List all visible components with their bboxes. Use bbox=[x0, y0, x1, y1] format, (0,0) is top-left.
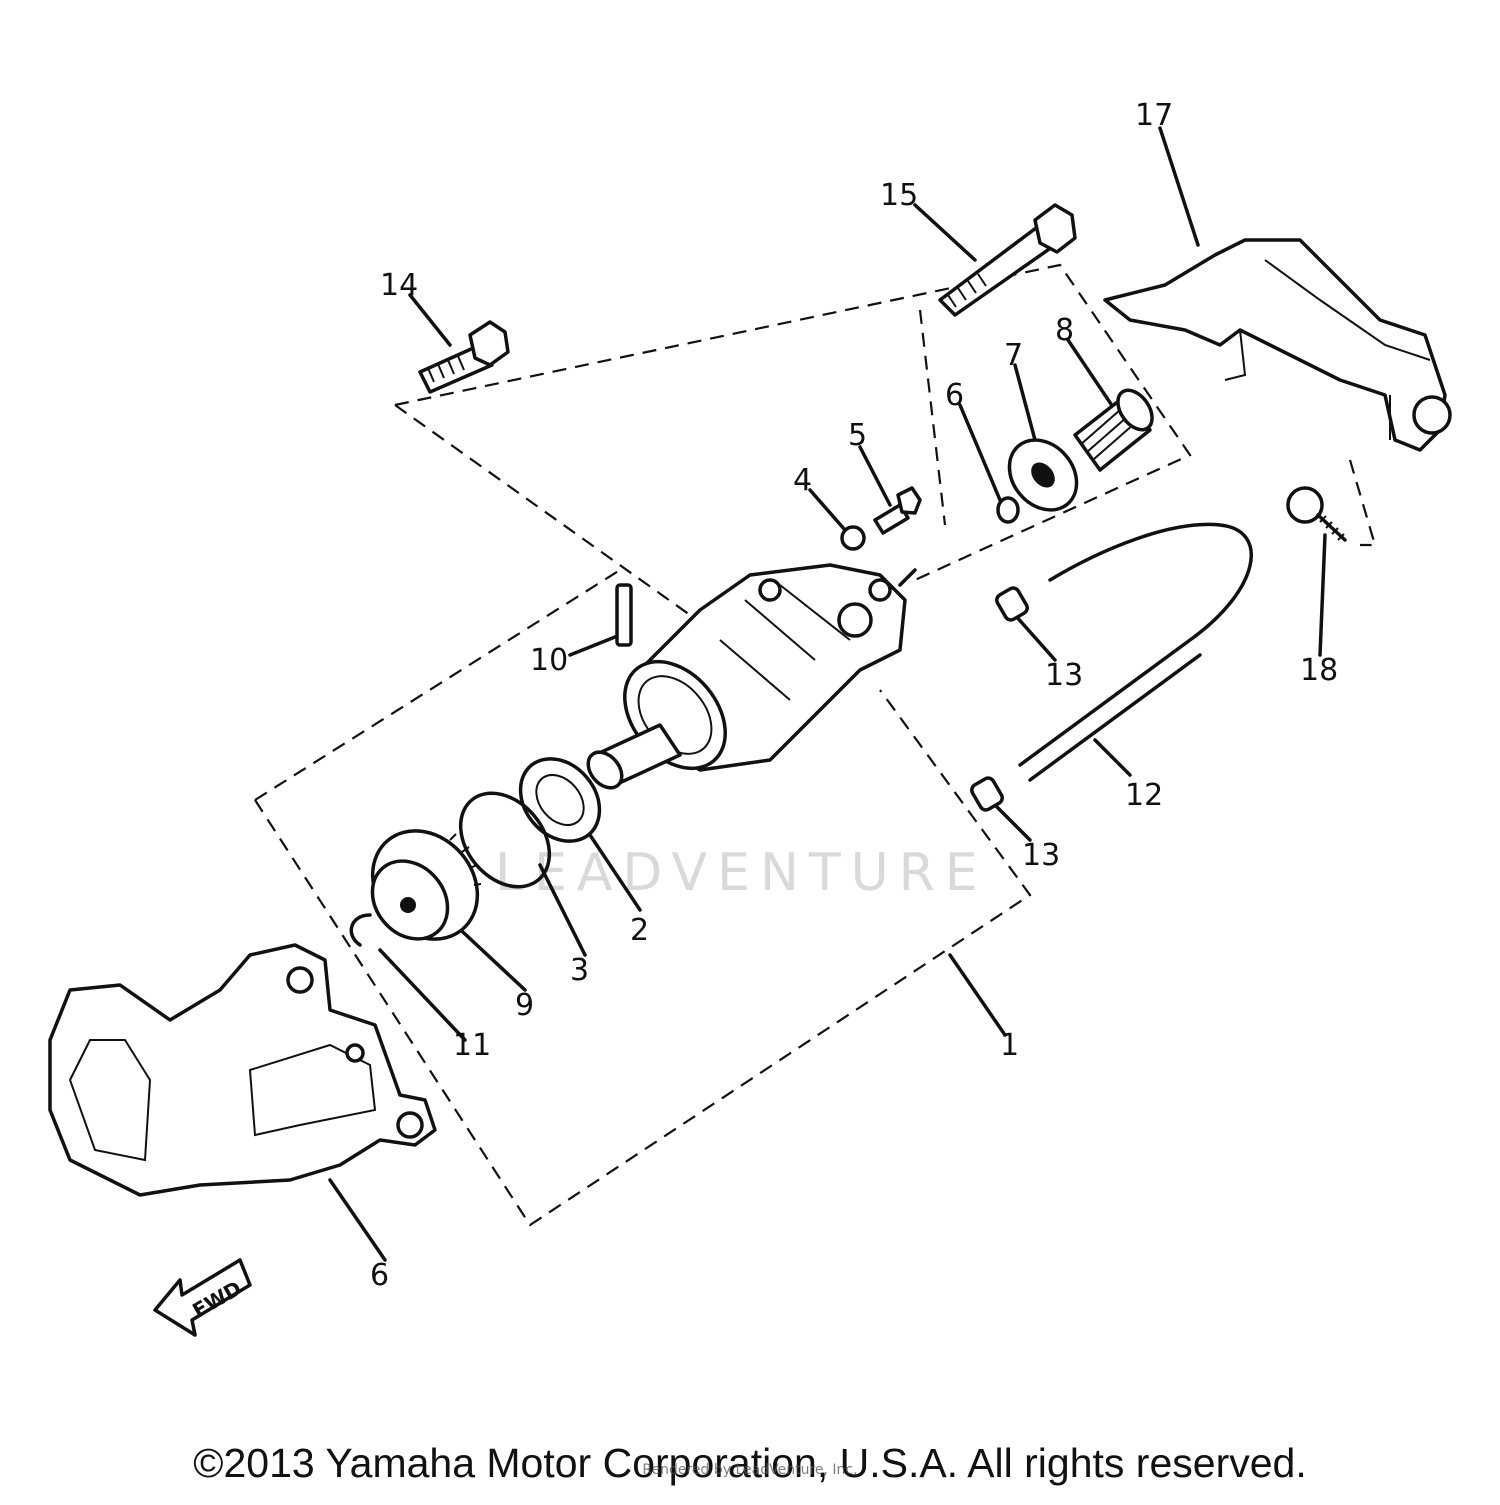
part-label-11: 11 bbox=[453, 1028, 491, 1063]
clamp-part-13-upper bbox=[995, 586, 1029, 622]
screw-part-5 bbox=[873, 486, 922, 535]
bracket-part-17 bbox=[1103, 238, 1452, 452]
pin-part-10 bbox=[615, 583, 633, 647]
pump-body-part-1 bbox=[586, 563, 917, 790]
washer-part-6 bbox=[996, 496, 1020, 524]
part-label-1: 1 bbox=[1000, 1028, 1019, 1063]
part-label-6-upper: 6 bbox=[945, 378, 964, 413]
washer-part-7-hole bbox=[1031, 462, 1055, 488]
part-label-4: 4 bbox=[793, 463, 812, 498]
part-label-17: 17 bbox=[1135, 98, 1173, 133]
part-label-9: 9 bbox=[515, 988, 534, 1023]
nut-part-4 bbox=[840, 525, 866, 551]
seal-part-2-inner bbox=[535, 773, 585, 827]
part-label-5: 5 bbox=[848, 418, 867, 453]
part-label-12: 12 bbox=[1125, 778, 1163, 813]
hose-part-12-inner bbox=[1028, 653, 1202, 782]
plug-part-8 bbox=[1073, 388, 1154, 472]
part-label-18: 18 bbox=[1300, 653, 1338, 688]
part-label-15: 15 bbox=[880, 178, 918, 213]
bolt-part-14 bbox=[418, 320, 510, 394]
part-label-6-lower: 6 bbox=[370, 1258, 389, 1293]
gear-part-9 bbox=[370, 829, 482, 941]
watermark-text: LEADVENTURE bbox=[495, 843, 988, 903]
part-label-8: 8 bbox=[1055, 313, 1074, 348]
bolt-part-15 bbox=[938, 203, 1077, 317]
part-label-10: 10 bbox=[530, 643, 568, 678]
copyright-notice: ©2013 Yamaha Motor Corporation, U.S.A. A… bbox=[193, 1440, 1307, 1486]
clamp-part-13-lower bbox=[970, 776, 1004, 812]
part-label-7: 7 bbox=[1004, 338, 1023, 373]
circlip-part-11 bbox=[349, 913, 372, 947]
fwd-direction-arrow: FWD bbox=[153, 1258, 252, 1337]
part-label-3: 3 bbox=[570, 953, 589, 988]
part-label-2: 2 bbox=[630, 913, 649, 948]
hose-part-12 bbox=[1018, 522, 1253, 767]
cover-part-16 bbox=[48, 943, 437, 1197]
part-label-13-upper: 13 bbox=[1045, 658, 1083, 693]
rendered-by-notice: Rendered by LeadVenture, Inc. bbox=[642, 1462, 858, 1478]
part-label-13-lower: 13 bbox=[1022, 838, 1060, 873]
part-label-14: 14 bbox=[380, 268, 418, 303]
assembly-dashed-outlines bbox=[254, 263, 1377, 1227]
screw-part-18 bbox=[1286, 486, 1347, 542]
